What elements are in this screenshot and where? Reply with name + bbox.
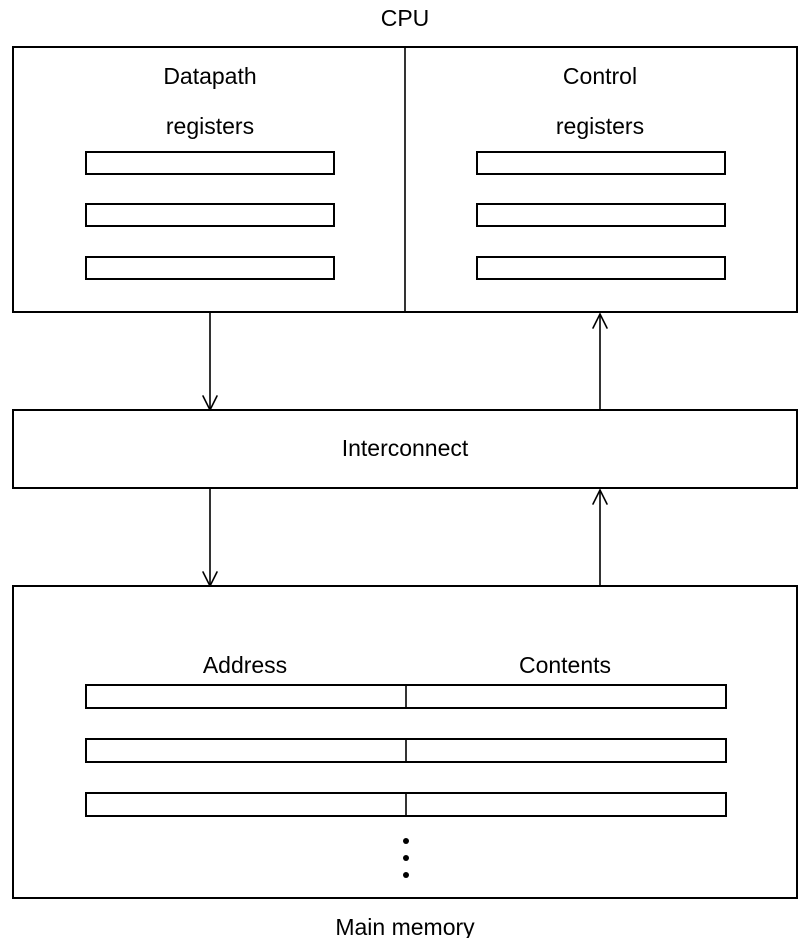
memory-row [85, 738, 727, 763]
datapath-label-line2: registers [166, 113, 254, 139]
arrow-memory-to-interconnect [592, 488, 608, 586]
memory-row [85, 684, 727, 709]
address-header: Address [203, 652, 287, 678]
arrow-interconnect-to-memory [202, 488, 218, 588]
datapath-label-line1: Datapath [163, 63, 256, 89]
memory-title: Main memory [335, 914, 475, 938]
arrow-cpu-to-interconnect [202, 312, 218, 412]
cpu-title: CPU [381, 5, 430, 31]
datapath-register [85, 256, 335, 280]
control-register [476, 151, 726, 175]
memory-row [85, 792, 727, 817]
interconnect-label: Interconnect [342, 435, 469, 461]
datapath-section: Datapath registers [85, 63, 335, 280]
control-register [476, 256, 726, 280]
datapath-register [85, 151, 335, 175]
contents-header: Contents [519, 652, 611, 678]
control-label-line2: registers [556, 113, 644, 139]
datapath-register [85, 203, 335, 227]
interconnect-box: Interconnect [12, 409, 798, 489]
control-section: Control registers [476, 63, 726, 280]
control-label-line1: Control [563, 63, 637, 89]
memory-box: Address Contents [12, 585, 798, 899]
arrow-interconnect-to-cpu [592, 312, 608, 410]
control-register [476, 203, 726, 227]
ellipsis-vertical-icon [403, 838, 409, 878]
